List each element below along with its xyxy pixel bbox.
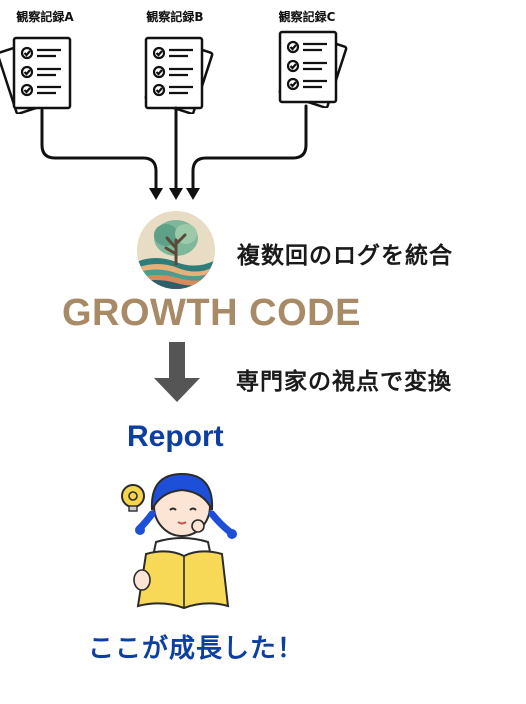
record-a-label: 観察記録A [16,10,74,24]
connector-a [40,108,158,192]
report-title: Report [127,420,224,453]
record-b-label: 観察記録B [146,10,204,24]
document-checklist-icon [278,30,348,108]
convert-caption: 専門家の視点で変換 [236,369,452,395]
integrate-caption: 複数回のログを統合 [237,243,453,269]
result-caption: ここが成長した！ [88,634,305,664]
lightbulb-icon [121,484,145,512]
merge-connectors [40,104,308,200]
connector-c [191,104,308,192]
tree-logo-icon [137,211,215,289]
girl-reading-illustration [121,472,237,610]
record-c-label: 観察記録C [278,10,336,24]
document-checklist-icon [0,36,72,114]
brand-name: GROWTH CODE [62,292,361,334]
document-checklist-icon [144,36,214,114]
down-arrow-icon [154,342,200,402]
